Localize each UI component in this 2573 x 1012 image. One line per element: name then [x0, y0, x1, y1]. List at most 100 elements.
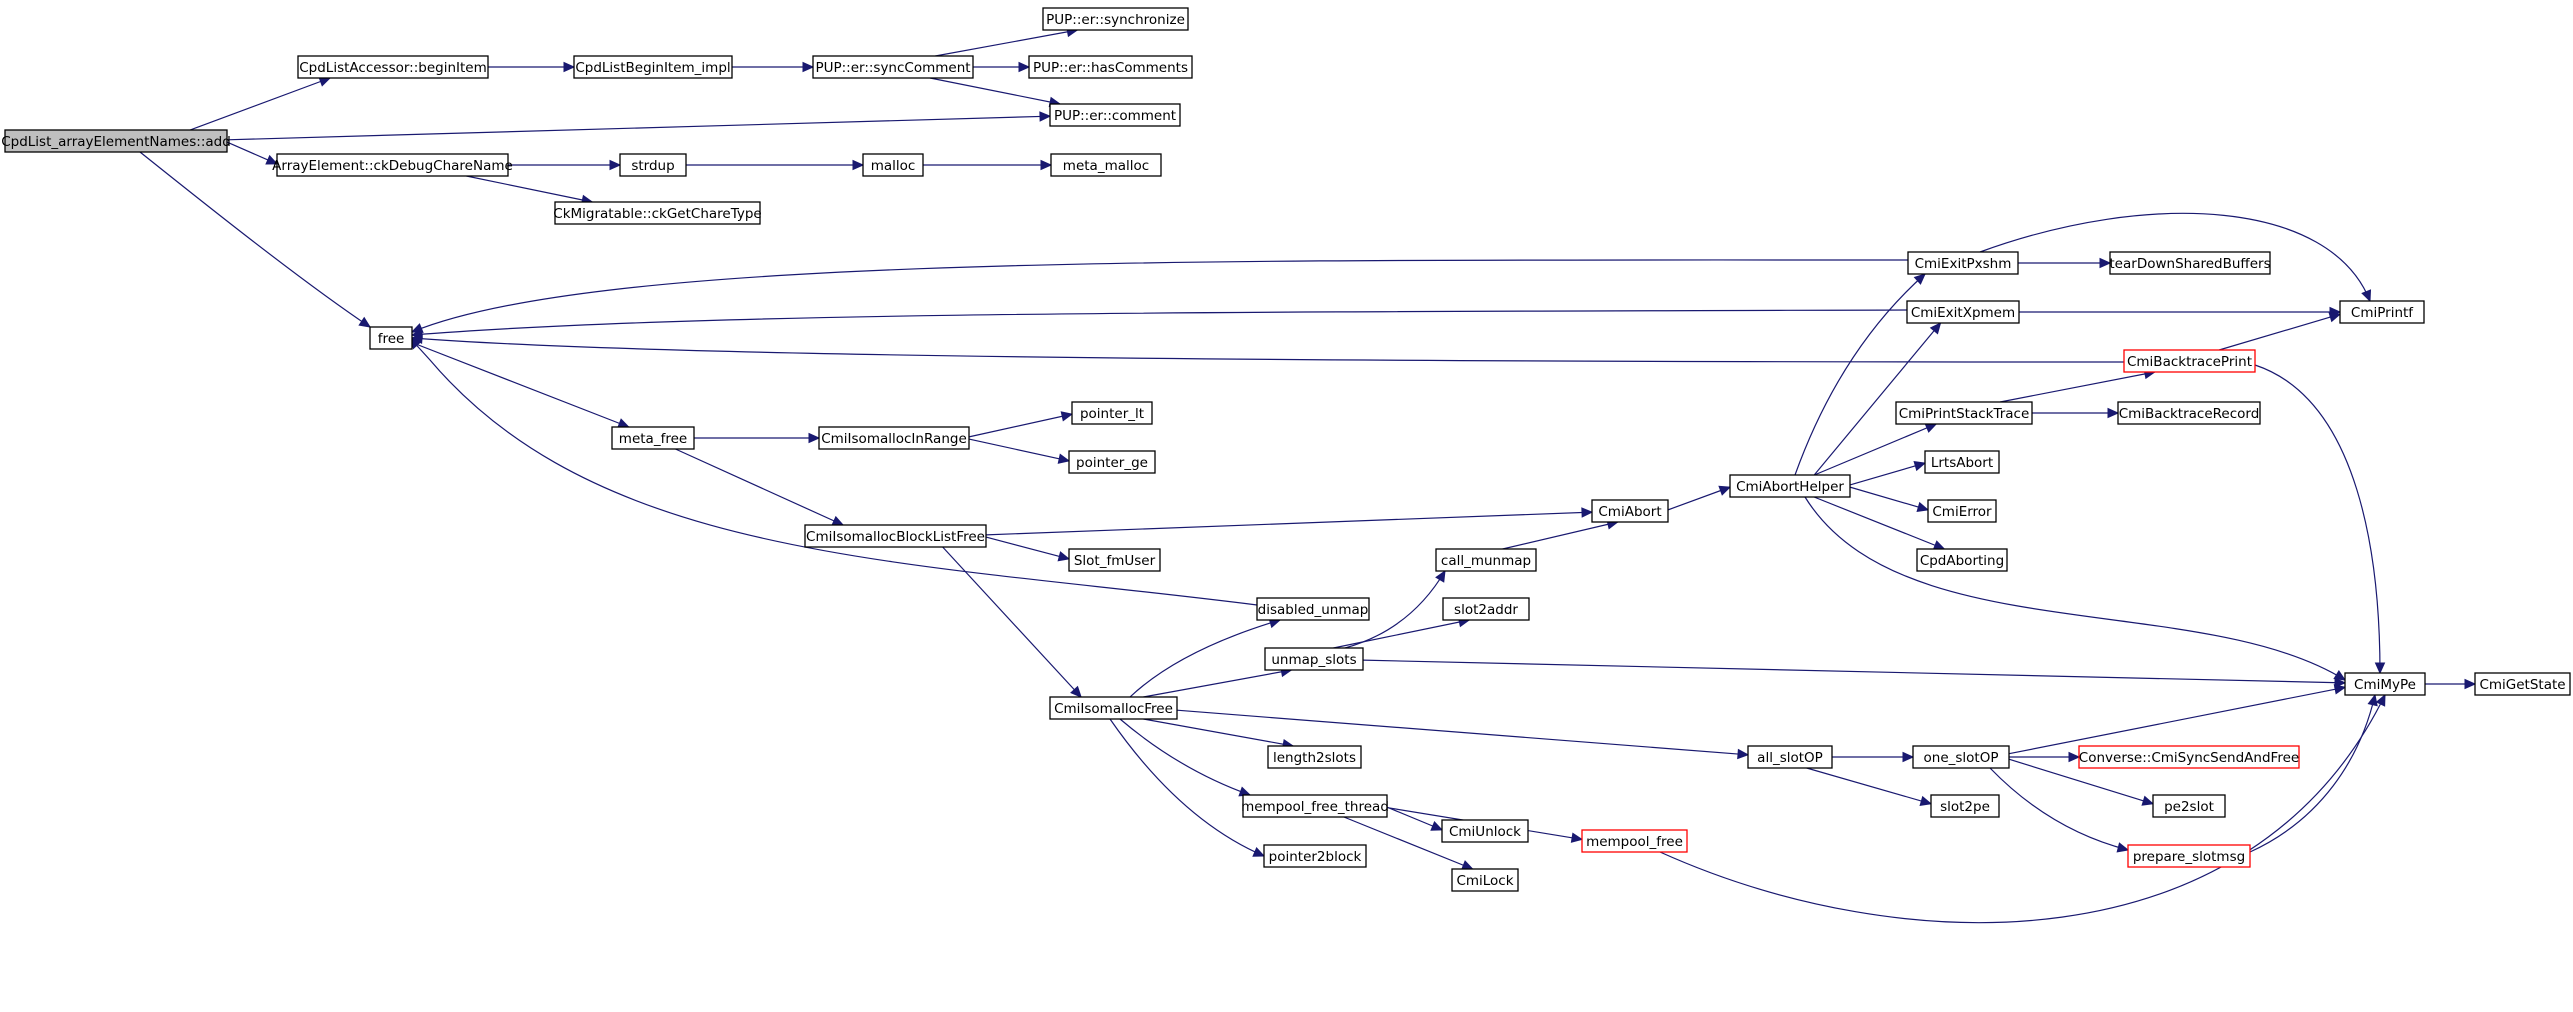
- edge-syncComment-to-comment: [929, 77, 1062, 108]
- node-pe2slot[interactable]: pe2slot: [2152, 794, 2226, 818]
- node-all-slotOP[interactable]: all_slotOP: [1747, 745, 1833, 769]
- node-lrtsAbort[interactable]: LrtsAbort: [1924, 450, 2000, 474]
- arrowhead: [1018, 61, 1031, 73]
- node-box: [1906, 300, 2020, 324]
- arrowhead: [2334, 677, 2347, 688]
- node-cmiAbort[interactable]: CmiAbort: [1591, 499, 1669, 523]
- edge-line: [1814, 423, 1937, 476]
- node-box: [1049, 696, 1178, 720]
- node-prepare-slotmsg[interactable]: prepare_slotmsg: [2127, 844, 2251, 868]
- node-slot-fmUser[interactable]: Slot_fmUser: [1068, 548, 1161, 572]
- node-unmap-slots[interactable]: unmap_slots: [1264, 647, 1364, 671]
- node-printStackTrace[interactable]: CmiPrintStackTrace: [1895, 401, 2033, 425]
- node-syncSendAndFree[interactable]: Converse::CmiSyncSendAndFree: [2078, 745, 2300, 769]
- node-pointer-lt[interactable]: pointer_lt: [1071, 401, 1153, 425]
- node-backtracePrint[interactable]: CmiBacktracePrint: [2123, 349, 2256, 373]
- node-slot2pe[interactable]: slot2pe: [1930, 794, 2000, 818]
- node-label: CmiUnlock: [1449, 824, 1521, 840]
- node-disabled-unmap[interactable]: disabled_unmap: [1256, 597, 1370, 621]
- node-ckGetChareType[interactable]: CkMigratable::ckGetChareType: [553, 201, 762, 225]
- node-beginItemImpl[interactable]: CpdListBeginItem_impl: [573, 55, 733, 79]
- node-blockListFree[interactable]: CmiIsomallocBlockListFree: [804, 524, 987, 548]
- node-label: CpdList_arrayElementNames::add: [1, 134, 231, 150]
- node-meta-malloc[interactable]: meta_malloc: [1050, 153, 1162, 177]
- node-box: [1747, 745, 1833, 769]
- node-cmiError[interactable]: CmiError: [1927, 499, 1997, 523]
- node-cmiUnlock[interactable]: CmiUnlock: [1441, 819, 1529, 843]
- arrowhead: [2328, 312, 2342, 323]
- edge-line: [1143, 669, 1292, 698]
- node-abortHelper[interactable]: CmiAbortHelper: [1729, 474, 1851, 498]
- arrowhead: [1060, 411, 1074, 422]
- node-pointer2block[interactable]: pointer2block: [1263, 844, 1367, 868]
- edge-all_slotOP-to-slot2pe: [1806, 767, 1933, 806]
- arrowhead: [2464, 678, 2477, 690]
- arrowhead: [2374, 662, 2386, 675]
- node-label: CmiBacktracePrint: [2127, 354, 2252, 370]
- node-cpdAborting[interactable]: CpdAborting: [1916, 548, 2008, 572]
- edge-blockListFree-to-cmiAbort: [985, 507, 1594, 536]
- node-box: [1050, 153, 1162, 177]
- arrowhead: [1057, 551, 1071, 562]
- node-malloc[interactable]: malloc: [862, 153, 924, 177]
- node-call-munmap[interactable]: call_munmap: [1435, 548, 1537, 572]
- edge-one_slotOP-to-cmiMyPe: [2008, 684, 2347, 755]
- node-beginItem[interactable]: CpdListAccessor::beginItem: [297, 55, 489, 79]
- node-label: Slot_fmUser: [1074, 553, 1156, 569]
- node-label: malloc: [871, 158, 916, 174]
- node-syncComment[interactable]: PUP::er::syncComment: [812, 55, 974, 79]
- node-exitPxshm[interactable]: CmiExitPxshm: [1907, 251, 2019, 275]
- node-exitXpmem[interactable]: CmiExitXpmem: [1906, 300, 2020, 324]
- node-slot2addr[interactable]: slot2addr: [1442, 597, 1530, 621]
- node-meta-free[interactable]: meta_free: [611, 426, 695, 450]
- node-isoFree[interactable]: CmiIsomallocFree: [1049, 696, 1178, 720]
- arrowhead: [1040, 159, 1053, 171]
- node-hasComments[interactable]: PUP::er::hasComments: [1028, 55, 1193, 79]
- node-cmiMyPe[interactable]: CmiMyPe: [2344, 672, 2426, 696]
- arrowhead: [1919, 795, 1933, 806]
- node-label: free: [378, 331, 405, 347]
- node-length2slots[interactable]: length2slots: [1267, 745, 1362, 769]
- node-cmiGetState[interactable]: CmiGetState: [2474, 672, 2571, 696]
- node-backtraceRecord[interactable]: CmiBacktraceRecord: [2117, 401, 2261, 425]
- node-free[interactable]: free: [369, 326, 413, 350]
- node-strdup[interactable]: strdup: [619, 153, 687, 177]
- node-label: CpdListAccessor::beginItem: [299, 60, 487, 76]
- node-box: [2474, 672, 2571, 696]
- node-label: CmiIsomallocInRange: [821, 431, 967, 447]
- node-one-slotOP[interactable]: one_slotOP: [1912, 745, 2010, 769]
- arrowhead: [2099, 257, 2112, 269]
- edge-line: [968, 413, 1073, 438]
- node-inRange[interactable]: CmiIsomallocInRange: [818, 426, 970, 450]
- arrowhead: [2068, 751, 2081, 763]
- node-pointer-ge[interactable]: pointer_ge: [1068, 450, 1156, 474]
- node-comment[interactable]: PUP::er::comment: [1049, 103, 1181, 127]
- node-label: CpdAborting: [1920, 553, 2004, 569]
- node-box: [611, 426, 695, 450]
- node-mempool-free-thread[interactable]: mempool_free_thread: [1241, 794, 1389, 818]
- node-box: [1927, 499, 1997, 523]
- node-cmiLock[interactable]: CmiLock: [1451, 868, 1519, 892]
- edge-strdup-to-malloc: [686, 159, 865, 171]
- edge-line: [1176, 709, 1749, 756]
- node-ckDebug[interactable]: ArrayElement::ckDebugChareName: [272, 153, 513, 177]
- node-cmiPrintf[interactable]: CmiPrintf: [2339, 300, 2425, 324]
- node-label: meta_malloc: [1063, 158, 1149, 174]
- arrowhead: [410, 333, 423, 345]
- arrowhead: [1718, 485, 1732, 496]
- edge-meta_free-to-blockListFree: [675, 448, 845, 526]
- node-add[interactable]: CpdList_arrayElementNames::add: [1, 129, 231, 153]
- node-mempool-free[interactable]: mempool_free: [1581, 829, 1688, 853]
- node-label: PUP::er::syncComment: [815, 60, 970, 76]
- node-box: [812, 55, 974, 79]
- node-box: [1930, 794, 2000, 818]
- arrowhead: [1913, 460, 1927, 472]
- edge-printStackTrace-to-backtracePrint: [1999, 368, 2157, 403]
- arrowhead: [609, 159, 622, 171]
- node-box: [1049, 103, 1181, 127]
- node-box: [1451, 868, 1519, 892]
- node-synchronize[interactable]: PUP::er::synchronize: [1042, 7, 1189, 31]
- node-box: [4, 129, 228, 153]
- edge-exitPxshm-to-cmiPrintf: [1979, 212, 2372, 303]
- node-tearDown[interactable]: tearDownSharedBuffers: [2109, 251, 2271, 275]
